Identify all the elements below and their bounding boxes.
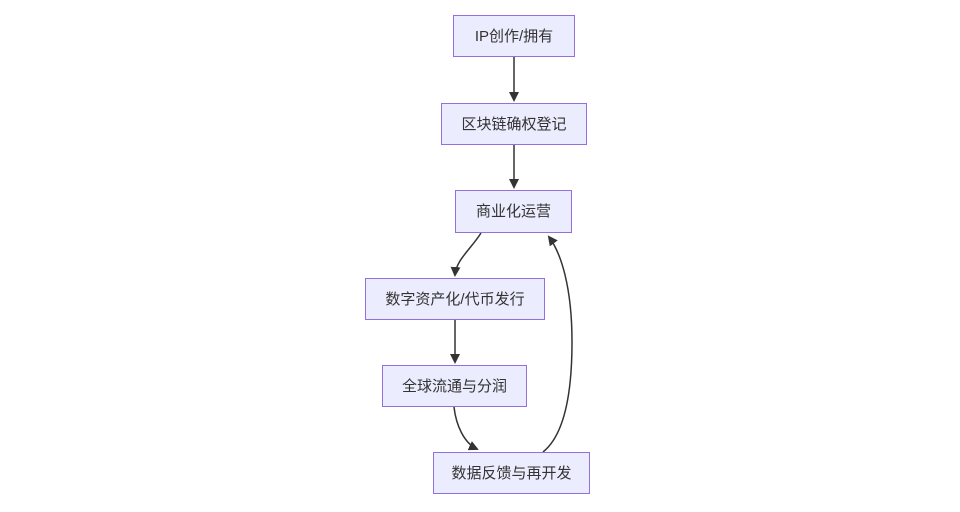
node-ip-creation: IP创作/拥有 — [453, 15, 575, 57]
node-distribution: 全球流通与分润 — [382, 365, 527, 407]
node-registration: 区块链确权登记 — [441, 103, 587, 145]
node-tokenization-label: 数字资产化/代币发行 — [385, 290, 525, 308]
node-commercial-label: 商业化运营 — [475, 203, 551, 220]
node-registration-label: 区块链确权登记 — [461, 115, 567, 133]
node-ip-creation-label: IP创作/拥有 — [474, 27, 554, 45]
node-commercial: 商业化运营 — [455, 190, 572, 233]
node-feedback: 数据反馈与再开发 — [433, 452, 590, 494]
edge-distribution-to-feedback — [453, 406, 479, 451]
node-tokenization: 数字资产化/代币发行 — [365, 278, 545, 320]
node-feedback-label: 数据反馈与再开发 — [451, 464, 572, 482]
edge-commercial-to-tokenization — [450, 232, 482, 277]
edge-feedback-to-commercial — [542, 235, 573, 453]
node-distribution-label: 全球流通与分润 — [401, 377, 507, 395]
